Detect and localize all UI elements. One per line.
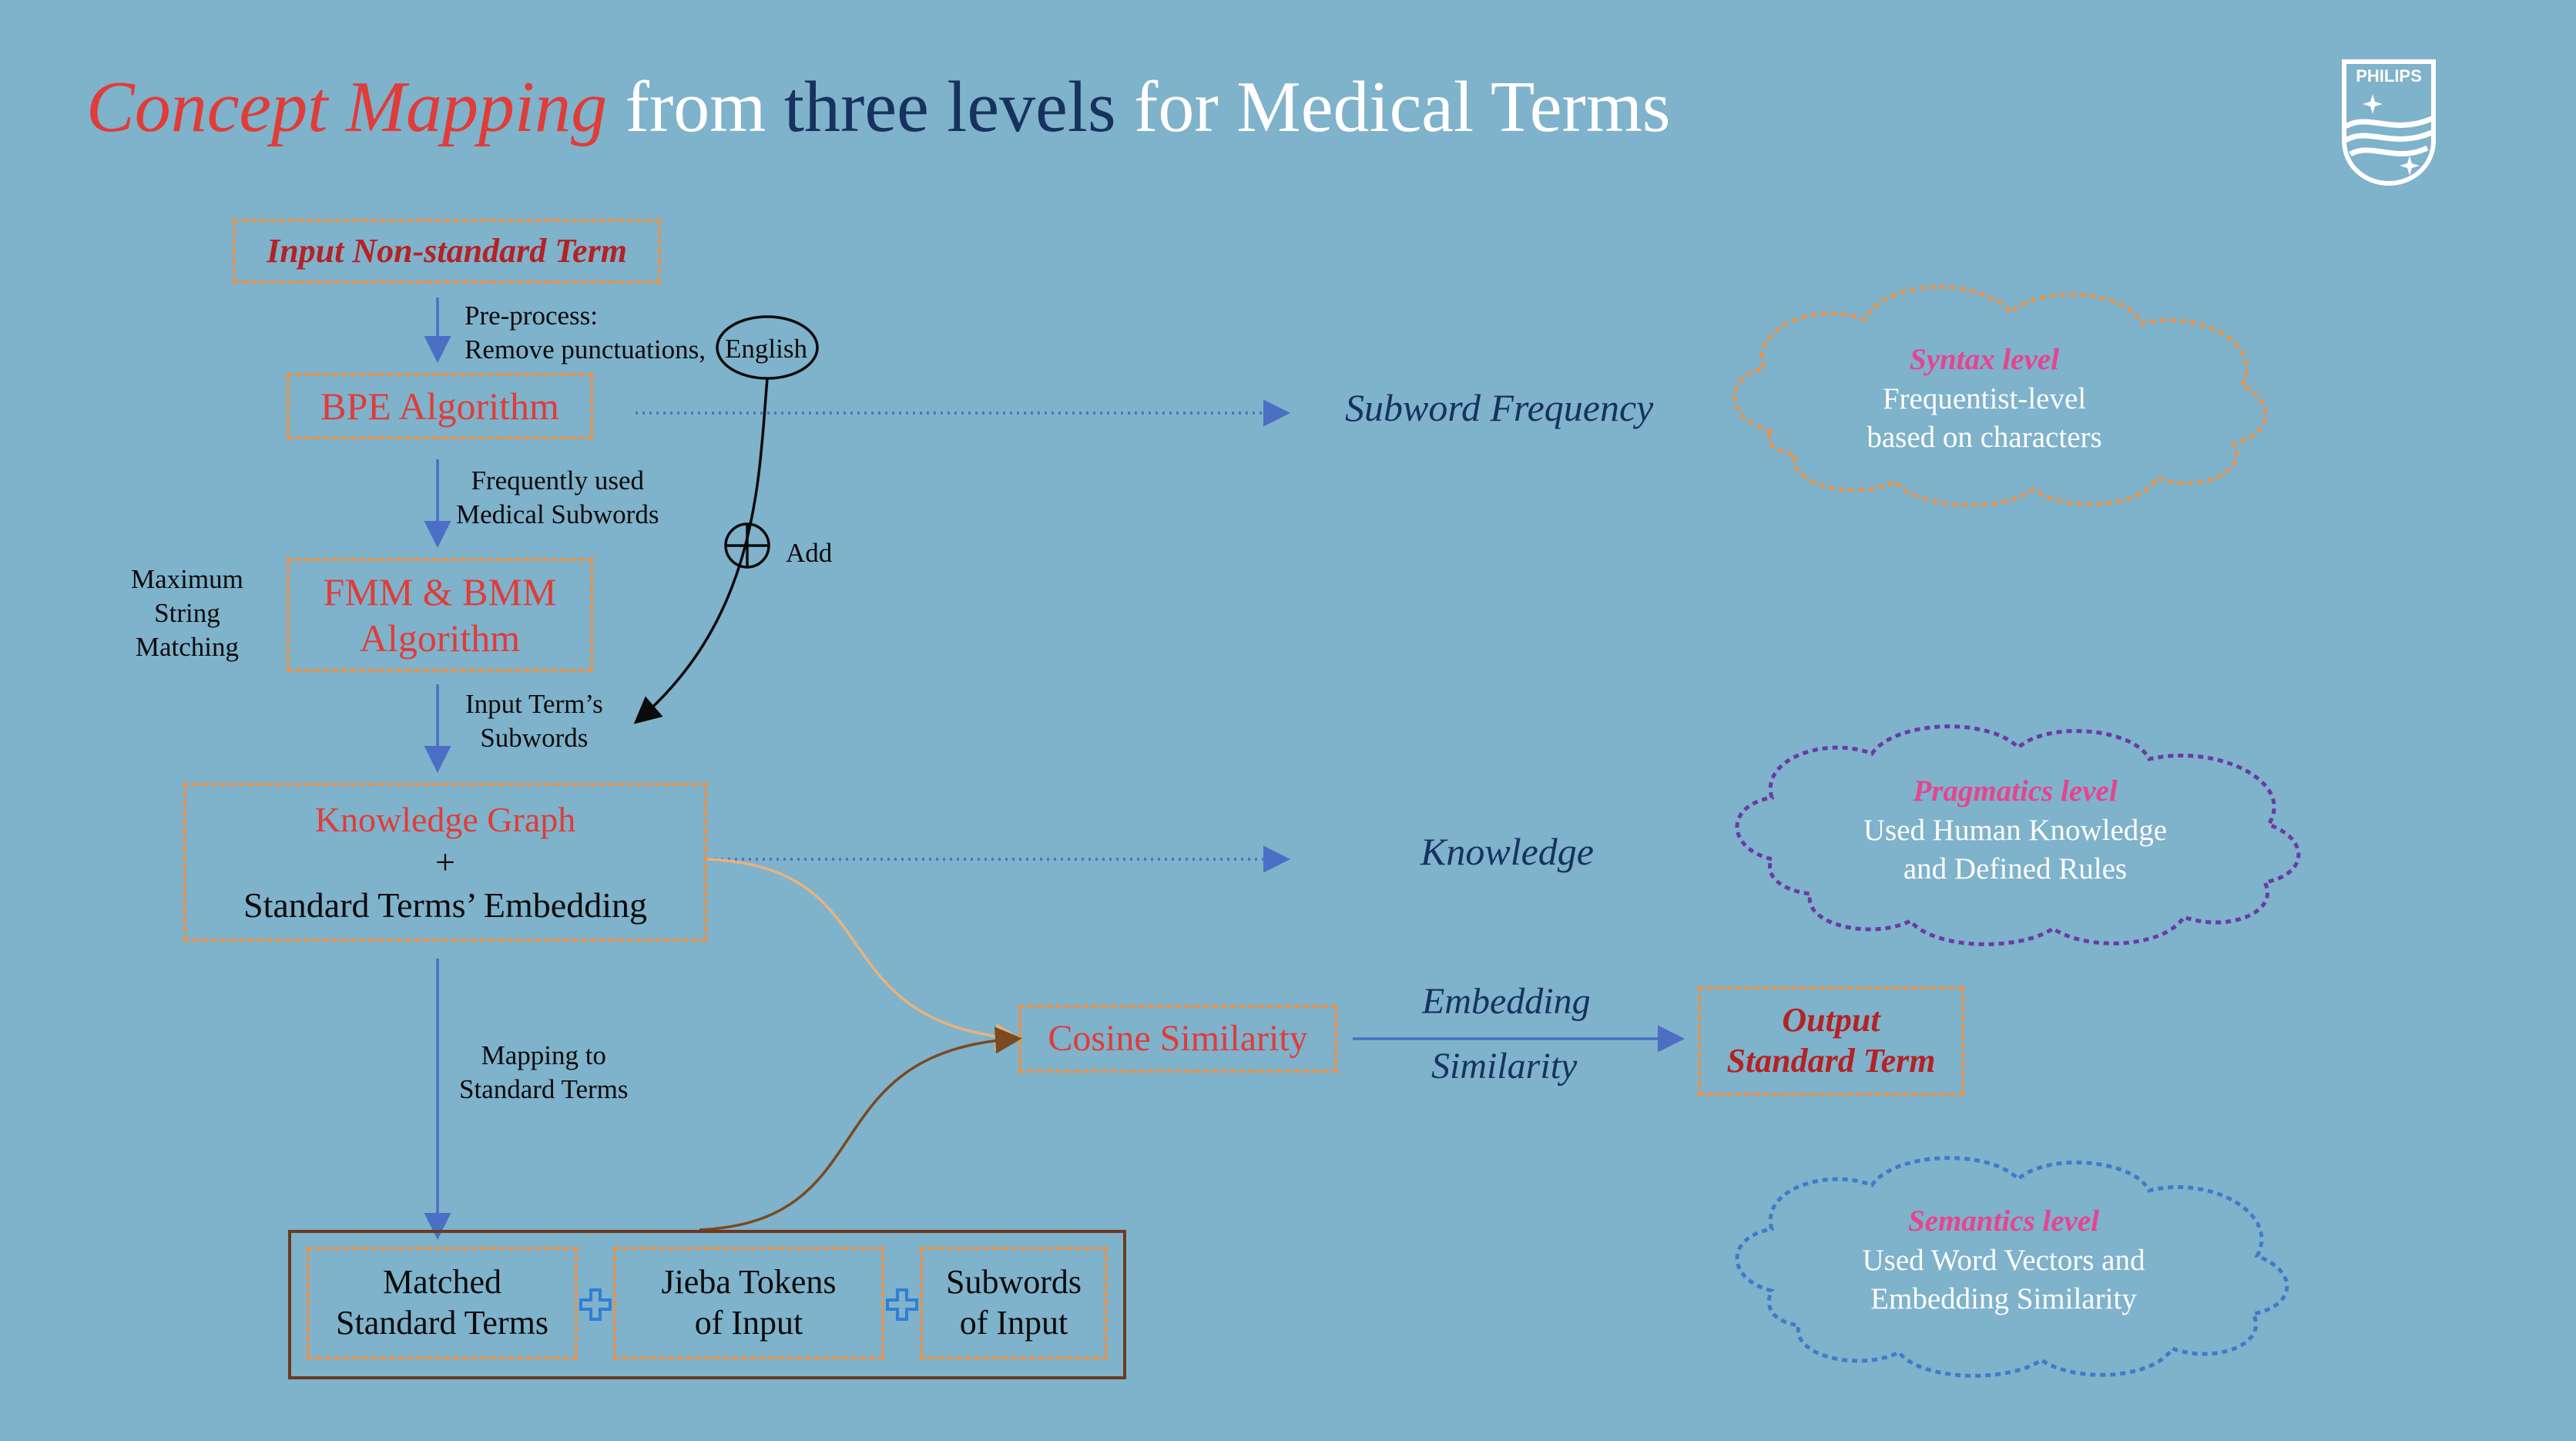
- cloud-syntax: [1732, 285, 2268, 507]
- cosine-label: Cosine Similarity: [1048, 1018, 1308, 1060]
- jieba-tokens-box: Jieba Tokens of Input: [613, 1247, 884, 1359]
- philips-shield-logo: PHILIPS: [2342, 59, 2436, 186]
- subw-line1: Subwords: [945, 1263, 1082, 1302]
- subwords-line1: Input Term’s: [465, 689, 603, 719]
- fmm-line1: FMM & BMM: [323, 570, 557, 613]
- kg-line2: Standard Terms’ Embedding: [243, 885, 647, 925]
- cloud-semantics: [1735, 1156, 2289, 1378]
- jieba-line2: of Input: [694, 1304, 803, 1342]
- output-standard-term-box: Output Standard Term: [1698, 986, 1964, 1096]
- pragmatics-line2: and Defined Rules: [1903, 852, 2128, 886]
- max-line1: Maximum: [131, 564, 243, 594]
- page-title: Concept Mapping from three levels for Me…: [86, 67, 1671, 147]
- arrow-matched-to-cosine: [699, 1026, 1022, 1231]
- input-subwords-note: Input Term’s Subwords: [465, 687, 603, 755]
- title-medical-terms: for Medical Terms: [1134, 67, 1671, 147]
- matched-standard-terms-box: Matched Standard Terms: [307, 1247, 578, 1359]
- cloud-pragmatics: [1735, 724, 2301, 946]
- semantics-title: Semantics level: [1907, 1204, 2100, 1238]
- subword-frequency-label: Subword Frequency: [1345, 386, 1654, 429]
- freq-line1: Frequently used: [471, 465, 644, 495]
- arrow-english-add-to-subwords: [633, 378, 769, 724]
- cosine-similarity-box: Cosine Similarity: [1018, 1005, 1337, 1073]
- output-line2: Standard Term: [1726, 1042, 1936, 1080]
- input-term-box: Input Non-standard Term: [233, 219, 661, 284]
- plus-icon: [579, 1288, 612, 1321]
- syntax-line1: Frequentist-level: [1882, 381, 2087, 415]
- kg-plus: +: [435, 842, 455, 882]
- freq-line2: Medical Subwords: [456, 499, 659, 529]
- semantics-cloud-text: Semantics level Used Word Vectors and Em…: [1815, 1202, 2192, 1319]
- frequent-subwords-note: Frequently used Medical Subwords: [456, 464, 659, 532]
- bpe-algorithm-box: BPE Algorithm: [287, 373, 593, 439]
- fmm-bmm-box: FMM & BMM Algorithm: [287, 558, 593, 672]
- similarity-label: Similarity: [1431, 1046, 1578, 1087]
- mapping-line1: Mapping to: [481, 1040, 606, 1070]
- title-three-levels: three levels: [783, 67, 1116, 147]
- output-line1: Output: [1782, 1001, 1880, 1040]
- knowledge-graph-box: Knowledge Graph + Standard Terms’ Embedd…: [183, 783, 707, 942]
- preprocess-line2: Remove punctuations,: [465, 334, 706, 364]
- mapping-line2: Standard Terms: [459, 1073, 629, 1104]
- semantics-line1: Used Word Vectors and: [1862, 1243, 2145, 1277]
- subwords-of-input-box: Subwords of Input: [920, 1247, 1108, 1359]
- matched-line1: Matched: [383, 1263, 501, 1302]
- syntax-line2: based on characters: [1867, 421, 2102, 455]
- embedding-label: Embedding: [1422, 981, 1591, 1022]
- preprocess-line1: Pre-process:: [465, 301, 599, 331]
- title-from: from: [625, 67, 766, 147]
- knowledge-label: Knowledge: [1420, 830, 1594, 873]
- circle-plus-icon: [724, 522, 770, 569]
- english-label: English: [725, 334, 807, 364]
- input-term-label: Input Non-standard Term: [267, 231, 627, 270]
- jieba-line1: Jieba Tokens: [661, 1263, 837, 1302]
- title-concept-mapping: Concept Mapping: [86, 67, 608, 147]
- arrow-kg-to-cosine: [706, 858, 1022, 1050]
- add-label: Add: [786, 538, 833, 568]
- preprocess-note: Pre-process: Remove punctuations,: [465, 299, 706, 367]
- pragmatics-line1: Used Human Knowledge: [1863, 813, 2168, 847]
- bpe-label: BPE Algorithm: [320, 385, 559, 428]
- fmm-line2: Algorithm: [359, 616, 521, 660]
- max-string-matching-note: Maximum String Matching: [131, 563, 243, 663]
- inputs-container: [288, 1230, 1126, 1379]
- syntax-title: Syntax level: [1910, 343, 2059, 376]
- max-line3: Matching: [135, 631, 239, 662]
- pragmatics-title: Pragmatics level: [1913, 774, 2118, 808]
- matched-line2: Standard Terms: [336, 1304, 548, 1342]
- max-line2: String: [154, 597, 220, 628]
- plus-icon: [886, 1288, 918, 1321]
- kg-line1: Knowledge Graph: [314, 800, 576, 840]
- mapping-note: Mapping to Standard Terms: [459, 1039, 629, 1107]
- subw-line2: of Input: [959, 1304, 1068, 1342]
- logo-text: PHILIPS: [2356, 66, 2422, 86]
- syntax-cloud-text: Syntax level Frequentist-level based on …: [1815, 341, 2154, 458]
- semantics-line2: Embedding Similarity: [1870, 1282, 2137, 1316]
- pragmatics-cloud-text: Pragmatics level Used Human Knowledge an…: [1830, 772, 2200, 889]
- subwords-line2: Subwords: [480, 722, 589, 753]
